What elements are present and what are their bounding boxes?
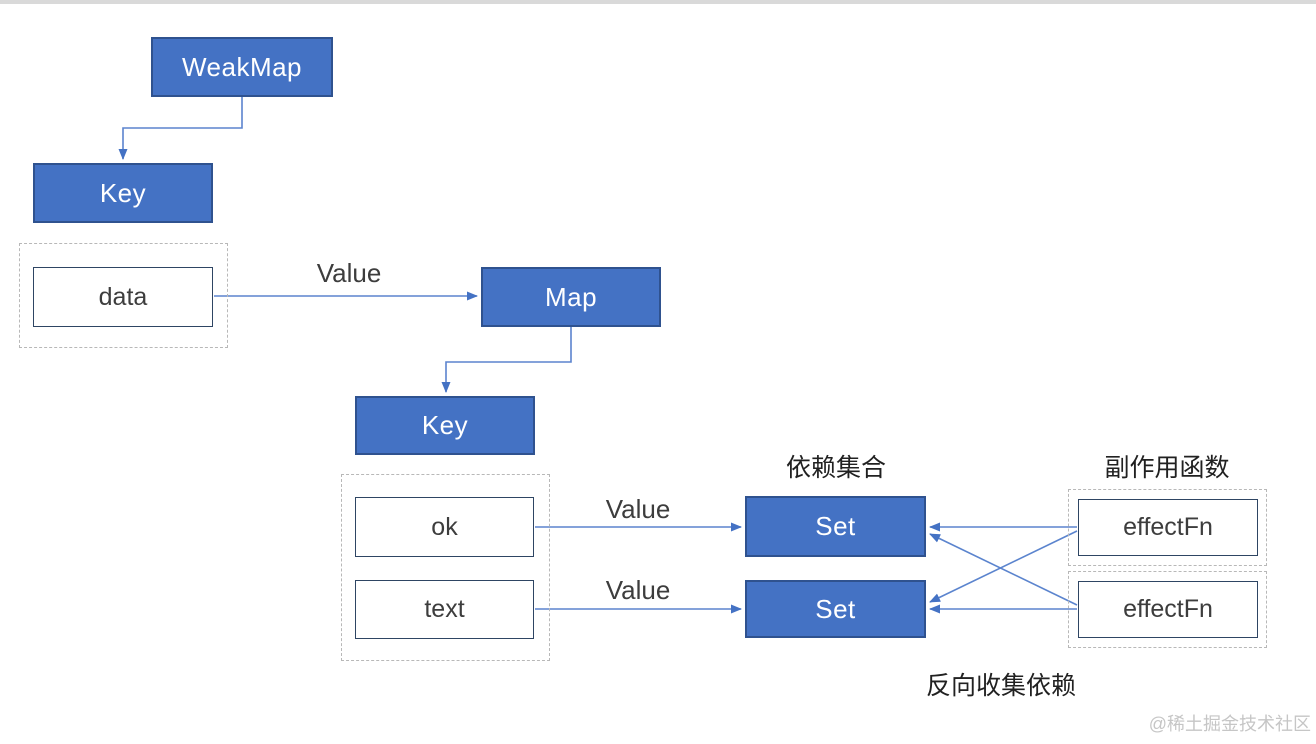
node-map-label: Map (544, 281, 598, 312)
node-set-text: Set (745, 580, 926, 638)
label-reverse-collect: 反向收集依赖 (925, 672, 1077, 700)
frame-keys-group (341, 474, 550, 661)
node-key-outer: Key (33, 163, 213, 223)
node-set-text-label: Set (815, 593, 856, 624)
edge-effectfn2-to-set1 (929, 533, 1078, 606)
node-ok-label: ok (431, 512, 458, 541)
node-data: data (33, 267, 213, 327)
watermark: @稀土掘金技术社区 (1148, 714, 1311, 734)
label-side-effect-fn: 副作用函数 (1104, 454, 1230, 482)
frame-data-group (19, 243, 228, 348)
node-weakmap-label: WeakMap (181, 51, 303, 82)
edge-label-value-text-set: Value (605, 575, 671, 605)
edge-weakmap-to-key (118, 97, 243, 160)
node-set-ok-label: Set (815, 511, 856, 541)
edge-map-to-key (441, 327, 572, 393)
node-effectfn-1-label: effectFn (1123, 513, 1213, 541)
node-weakmap: WeakMap (151, 37, 333, 97)
node-key-outer-label: Key (99, 177, 147, 208)
node-effectfn-2-label: effectFn (1123, 595, 1213, 623)
node-text: text (355, 580, 534, 639)
node-key-inner: Key (355, 396, 535, 455)
top-divider-bar (0, 0, 1316, 4)
edge-label-value-data-map: Value (316, 258, 382, 288)
edge-label-value-ok-set: Value (605, 494, 671, 524)
node-map: Map (481, 267, 661, 327)
node-effectfn-2: effectFn (1078, 581, 1258, 638)
node-ok: ok (355, 497, 534, 557)
label-dependency-collection: 依赖集合 (785, 454, 887, 482)
node-effectfn-1: effectFn (1078, 499, 1258, 556)
node-data-label: data (98, 282, 148, 311)
frame-effectfn-2 (1068, 571, 1267, 648)
node-text-label: text (424, 595, 465, 623)
node-set-ok: Set (745, 496, 926, 557)
node-key-inner-label: Key (421, 410, 469, 440)
edge-effectfn1-to-set2 (929, 530, 1078, 603)
frame-effectfn-1 (1068, 489, 1267, 566)
